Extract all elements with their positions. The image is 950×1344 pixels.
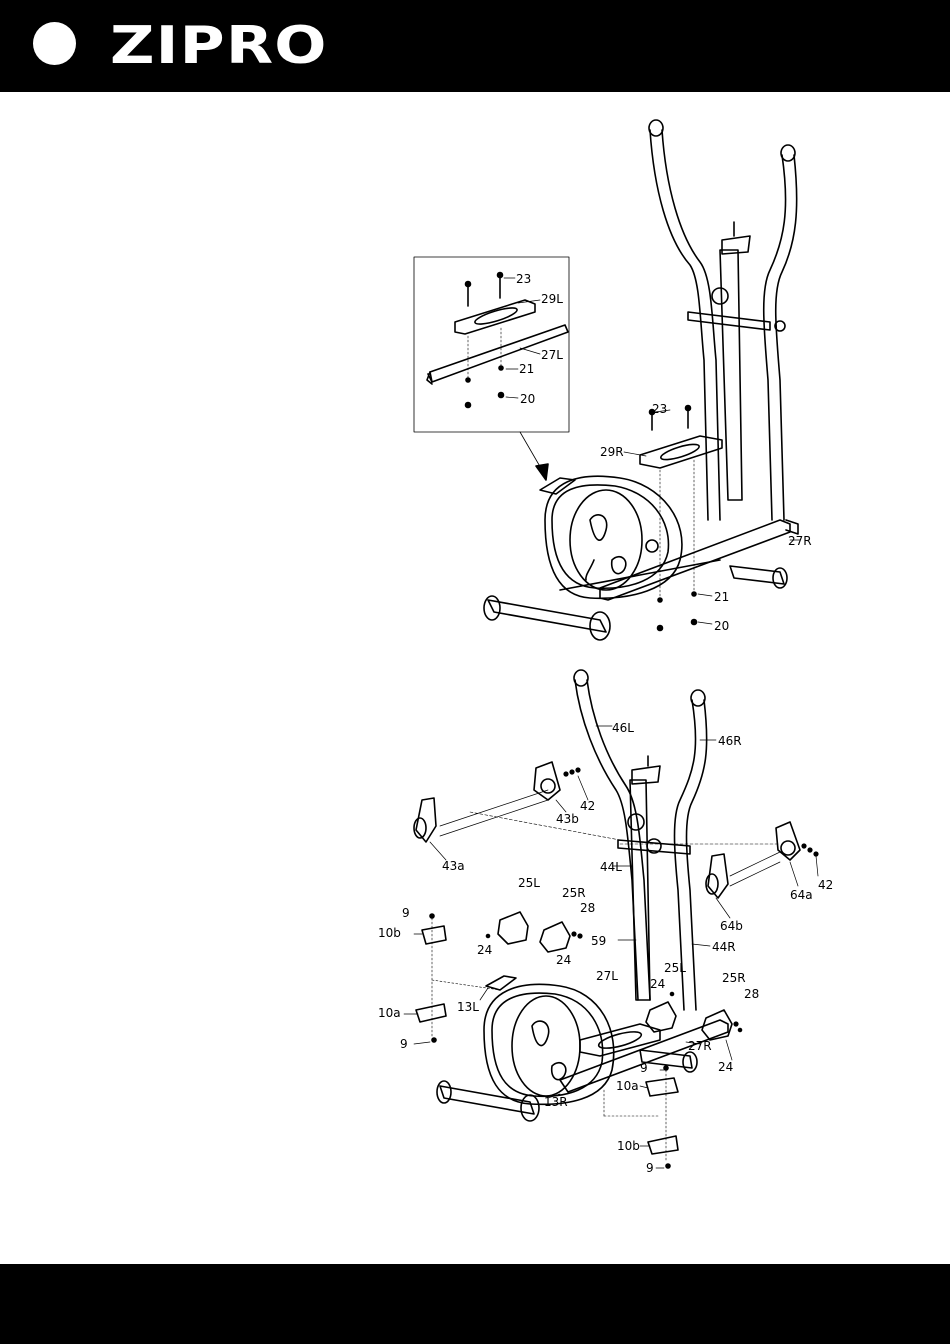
part-label: 64a bbox=[790, 888, 813, 902]
brand-logo: ZIPRO bbox=[110, 18, 328, 74]
part-label: 25L bbox=[518, 876, 540, 890]
part-label: 28 bbox=[744, 987, 759, 1001]
part-label: 42 bbox=[580, 799, 595, 813]
part-label: 43a bbox=[442, 859, 465, 873]
header-bar: ZIPRO bbox=[0, 0, 950, 92]
assembly-diagrams: 23 29L 27L 21 20 23 29R 27R 21 20 46L 46… bbox=[0, 92, 950, 1264]
part-label: 24 bbox=[556, 953, 571, 967]
part-label: 42 bbox=[818, 878, 833, 892]
part-label: 9 bbox=[402, 906, 410, 920]
assembly-diagram-1 bbox=[414, 120, 800, 640]
part-label: 21 bbox=[714, 590, 729, 604]
part-label: 20 bbox=[714, 619, 729, 633]
part-label: 13R bbox=[544, 1095, 568, 1109]
part-label: 24 bbox=[650, 977, 665, 991]
footer-bar bbox=[0, 1264, 950, 1344]
assembly-diagram-2 bbox=[404, 670, 818, 1168]
part-label: 24 bbox=[718, 1060, 733, 1074]
part-label: 27L bbox=[541, 348, 563, 362]
part-label: 24 bbox=[477, 943, 492, 957]
diagram-2-labels: 46L 46R 42 43b 43a 44L 64a 42 64b 25L 25… bbox=[378, 721, 833, 1175]
brand-dot-icon bbox=[33, 22, 76, 65]
part-label: 27R bbox=[688, 1039, 712, 1053]
part-label: 20 bbox=[520, 392, 535, 406]
part-label: 44R bbox=[712, 940, 736, 954]
part-label: 59 bbox=[591, 934, 606, 948]
part-label: 29L bbox=[541, 292, 563, 306]
part-label: 46R bbox=[718, 734, 742, 748]
part-label: 46L bbox=[612, 721, 634, 735]
part-label: 9 bbox=[646, 1161, 654, 1175]
part-label: 9 bbox=[400, 1037, 408, 1051]
part-label: 25R bbox=[562, 886, 586, 900]
part-label: 10a bbox=[378, 1006, 401, 1020]
part-label: 43b bbox=[556, 812, 579, 826]
part-label: 9 bbox=[640, 1061, 648, 1075]
part-label: 23 bbox=[652, 402, 667, 416]
part-label: 27R bbox=[788, 534, 812, 548]
part-label: 25R bbox=[722, 971, 746, 985]
part-label: 27L bbox=[596, 969, 618, 983]
part-label: 44L bbox=[600, 860, 622, 874]
part-label: 21 bbox=[519, 362, 534, 376]
part-label: 25L bbox=[664, 961, 686, 975]
part-label: 13L bbox=[457, 1000, 479, 1014]
part-label: 10a bbox=[616, 1079, 639, 1093]
part-label: 28 bbox=[580, 901, 595, 915]
part-label: 10b bbox=[617, 1139, 640, 1153]
part-label: 64b bbox=[720, 919, 743, 933]
part-label: 29R bbox=[600, 445, 624, 459]
part-label: 10b bbox=[378, 926, 401, 940]
detail-inset-frame bbox=[414, 257, 569, 432]
part-label: 23 bbox=[516, 272, 531, 286]
